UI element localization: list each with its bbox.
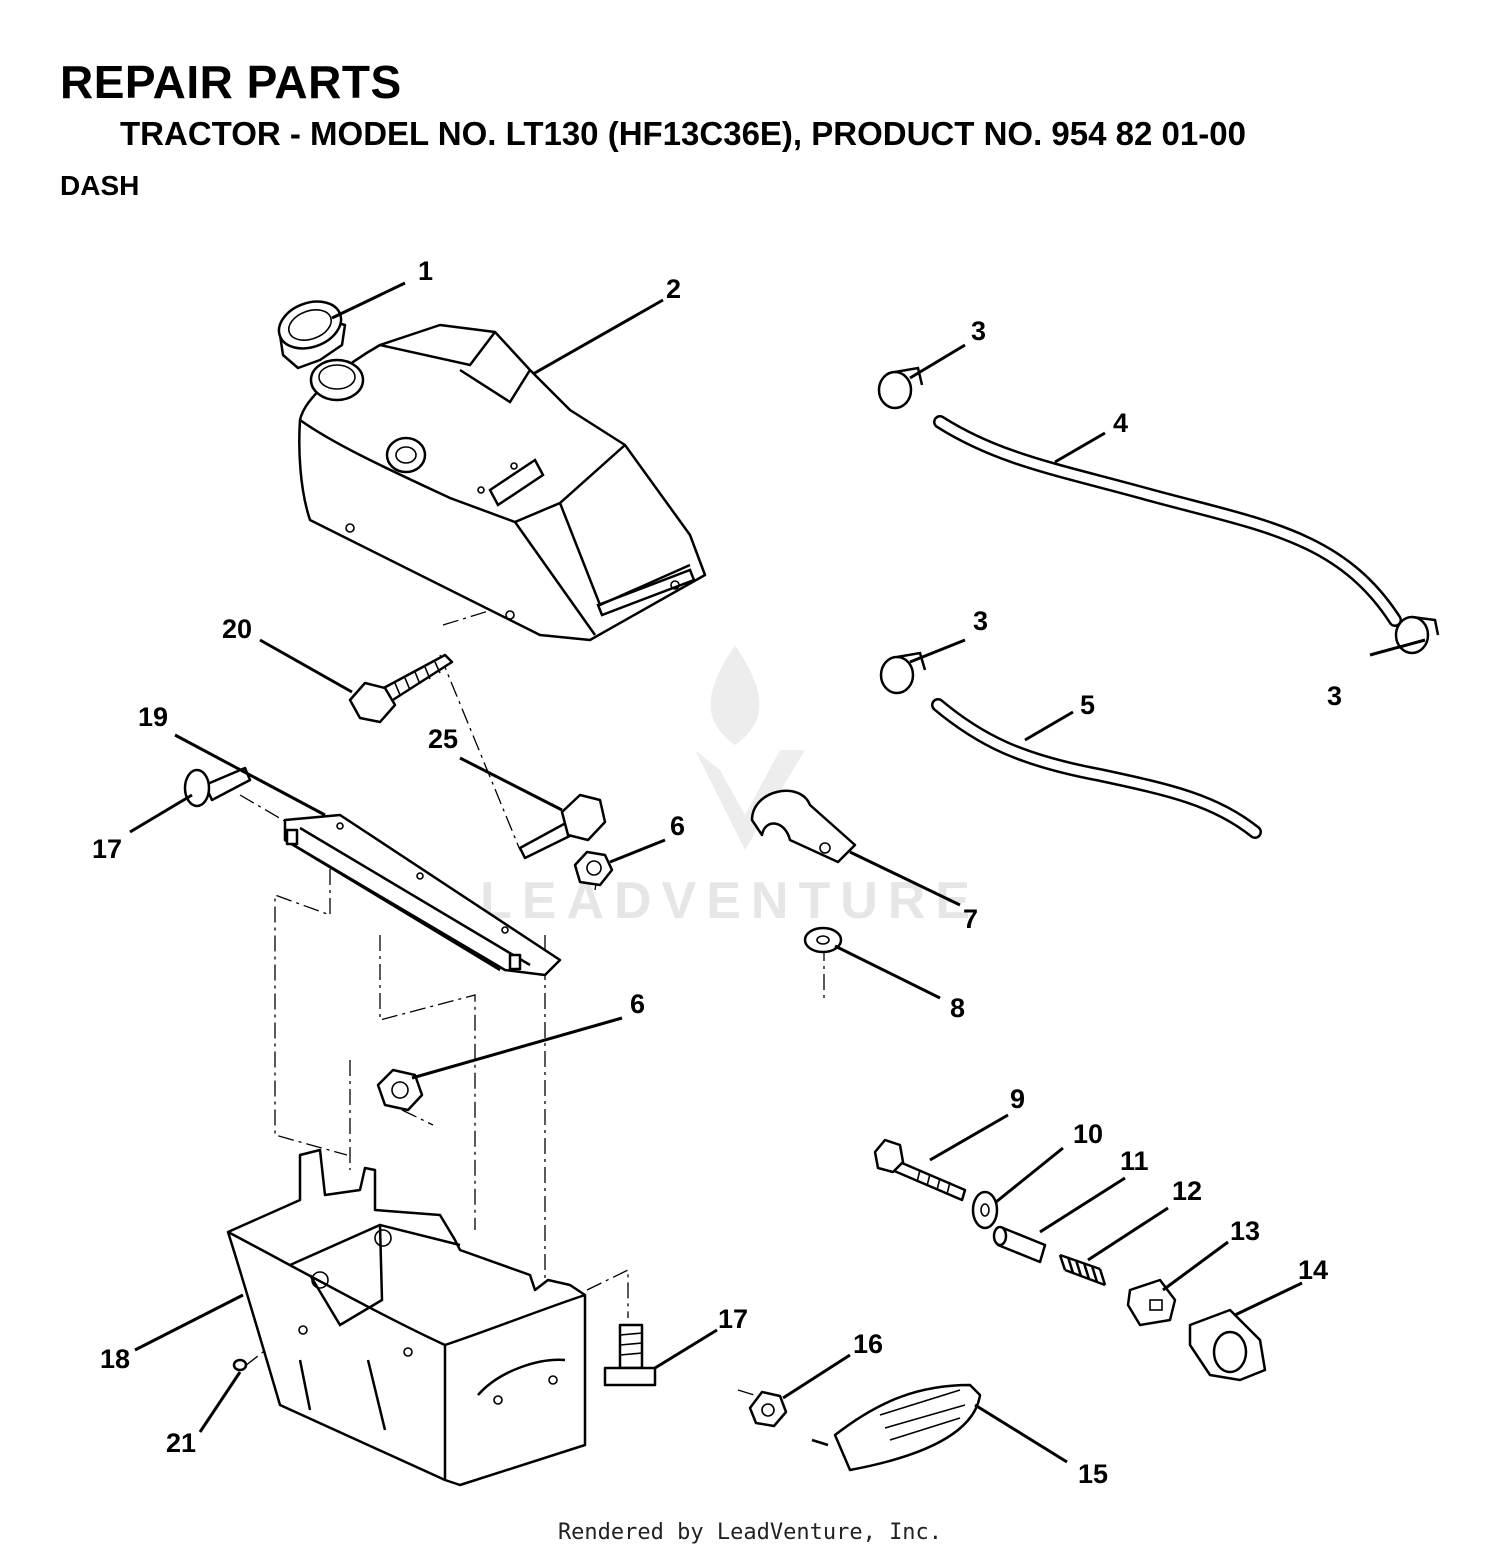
callout-3: 3 [971, 316, 986, 346]
alignment-lines [239, 605, 825, 1401]
dash-panel-part [298, 323, 707, 642]
callout-17: 17 [92, 834, 122, 864]
callout-18: 18 [100, 1344, 130, 1374]
callout-11: 11 [1120, 1146, 1149, 1176]
fuel-cap-part [277, 300, 347, 370]
callout-21: 21 [166, 1428, 196, 1458]
insert-part-13 [1126, 1278, 1177, 1327]
nut-part-6 [573, 850, 614, 887]
page-title: REPAIR PARTS [60, 56, 402, 108]
fuel-line-part-4 [933, 415, 1402, 627]
leadventure-watermark: LEADVENTURE [480, 645, 980, 930]
callout-2: 2 [666, 274, 681, 304]
plug-part-21 [232, 1358, 248, 1372]
watermark-text: LEADVENTURE [480, 872, 980, 930]
bolt-part-25 [518, 793, 607, 860]
washer-part-8 [803, 926, 843, 954]
hose-clamp-part [1394, 615, 1440, 655]
callout-6: 6 [670, 811, 685, 841]
callout-7: 7 [963, 904, 978, 934]
watermark-v-logo [695, 750, 805, 850]
callout-20: 20 [222, 614, 252, 644]
callout-9: 9 [1010, 1084, 1025, 1114]
callout-labels: 1 2 3 3 3 4 5 6 6 7 8 9 10 11 12 13 14 1… [92, 256, 1342, 1489]
callout-4: 4 [1113, 408, 1128, 438]
watermark-flame-logo [710, 645, 760, 745]
callout-5: 5 [1080, 690, 1095, 720]
knob-part-14 [1188, 1308, 1267, 1382]
callout-8: 8 [950, 993, 965, 1023]
hose-clamp-part [877, 366, 924, 410]
callout-14: 14 [1298, 1255, 1328, 1285]
callout-16: 16 [853, 1329, 883, 1359]
callout-6: 6 [630, 989, 645, 1019]
nut-part-6 [376, 1068, 424, 1112]
page-subtitle: TRACTOR - MODEL NO. LT130 (HF13C36E), PR… [120, 115, 1246, 152]
nut-part-16 [748, 1390, 788, 1428]
callout-12: 12 [1172, 1176, 1202, 1206]
decal-plate-part-15 [811, 1383, 982, 1472]
clip-part-7 [750, 789, 857, 864]
hose-clamp-part [879, 651, 927, 695]
spring-part-12 [1058, 1253, 1107, 1287]
callout-3: 3 [973, 606, 988, 636]
spacer-part-11 [992, 1225, 1047, 1264]
callout-25: 25 [428, 724, 458, 754]
callout-19: 19 [138, 702, 168, 732]
callout-13: 13 [1230, 1216, 1260, 1246]
bracket-part-19 [283, 813, 562, 977]
bolt-part-17 [183, 766, 252, 808]
leader-lines [129, 281, 1426, 1464]
fuel-line-part-5 [931, 698, 1262, 839]
bolt-part-9 [873, 1138, 967, 1202]
lower-dash-panel-part-18 [226, 1148, 587, 1487]
section-title: DASH [60, 170, 140, 201]
callout-10: 10 [1073, 1119, 1103, 1149]
callout-3: 3 [1327, 681, 1342, 711]
screw-part-20 [348, 653, 454, 724]
callout-1: 1 [418, 256, 433, 286]
callout-15: 15 [1078, 1459, 1108, 1489]
bolt-part-17 [603, 1323, 657, 1387]
washer-part-10 [971, 1190, 999, 1230]
footer-credit: Rendered by LeadVenture, Inc. [557, 1520, 943, 1545]
callout-17: 17 [718, 1304, 748, 1334]
